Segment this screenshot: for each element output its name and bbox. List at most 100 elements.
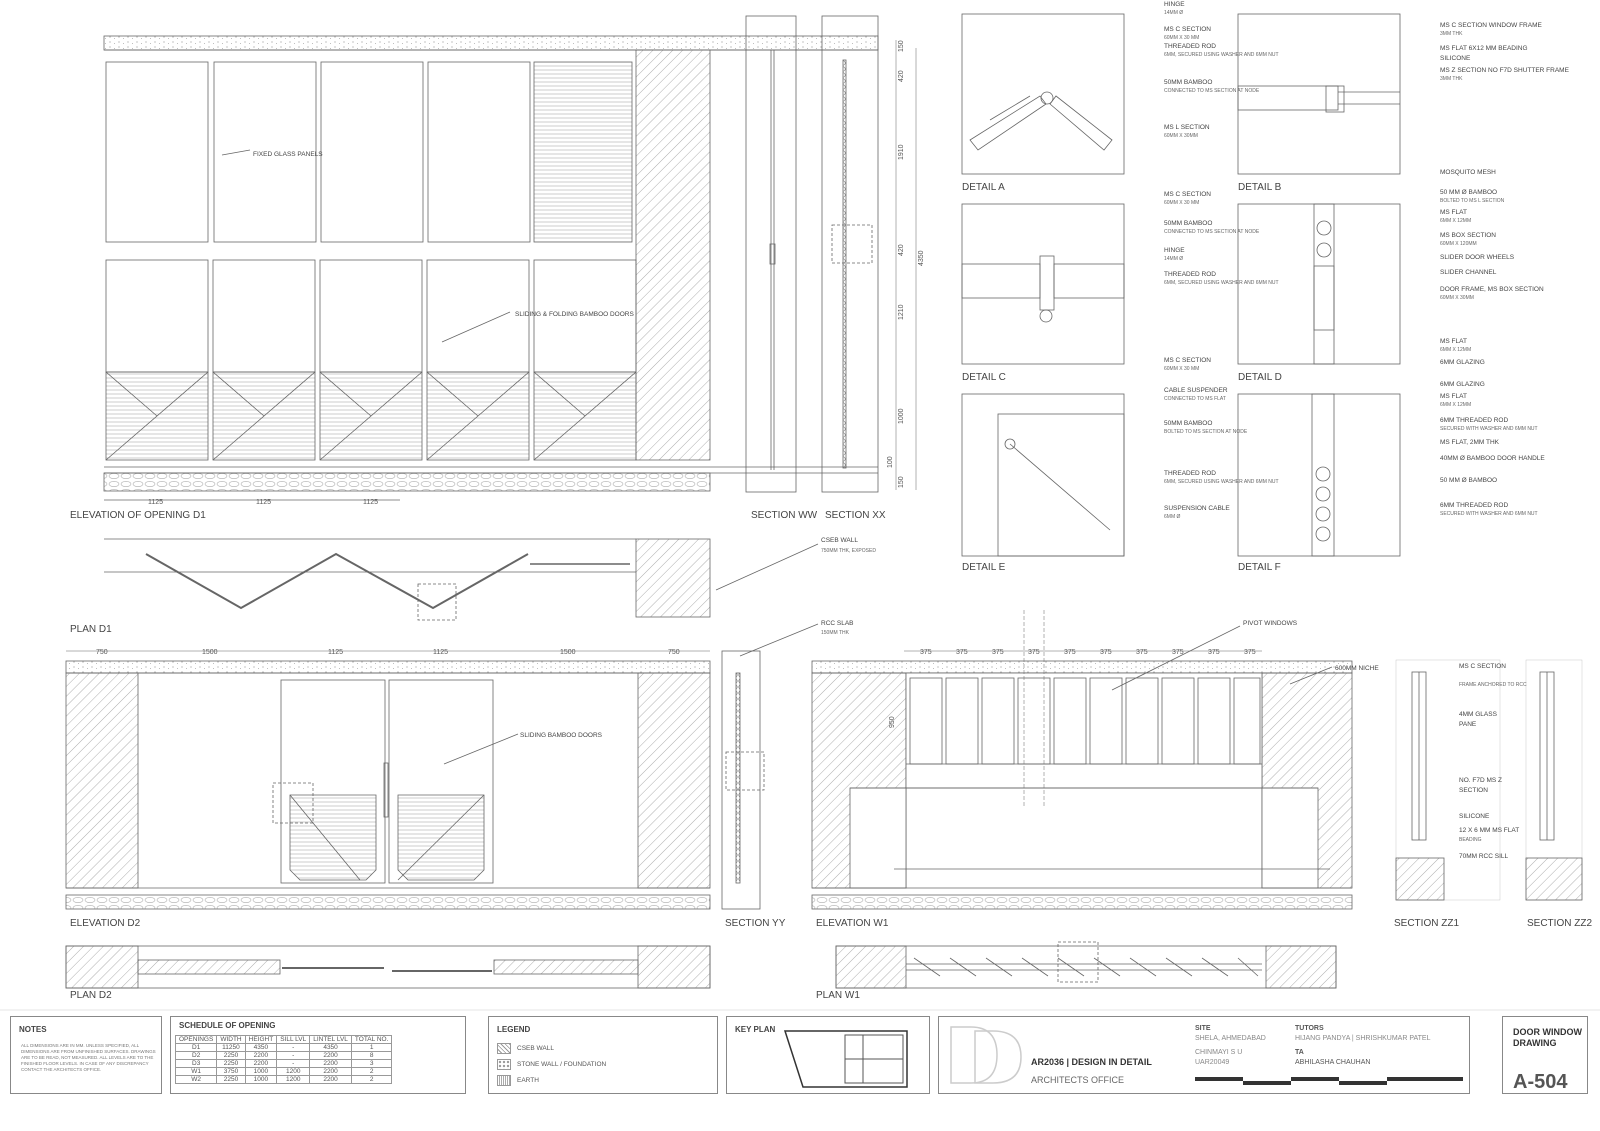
svg-text:BOLTED TO MS L SECTION: BOLTED TO MS L SECTION (1440, 198, 1505, 204)
title-plan-w1: PLAN W1 (816, 990, 860, 1001)
svg-text:14MM Ø: 14MM Ø (1164, 256, 1183, 262)
elevation-d1 (103, 35, 879, 501)
keyplan-panel: KEY PLAN (726, 1016, 930, 1094)
svg-text:3MM THK: 3MM THK (1440, 31, 1463, 37)
svg-text:375: 375 (1136, 649, 1148, 656)
detail-d-labels: MOSQUITO MESH 50 MM Ø BAMBOO BOLTED TO M… (1440, 169, 1544, 366)
svg-text:CABLE SUSPENDER: CABLE SUSPENDER (1164, 387, 1228, 394)
svg-text:60MM X 30MM: 60MM X 30MM (1440, 295, 1474, 301)
svg-text:50 MM Ø BAMBOO: 50 MM Ø BAMBOO (1440, 189, 1497, 196)
title-section-zz2: SECTION ZZ2 (1527, 918, 1592, 929)
svg-text:100: 100 (887, 456, 894, 468)
svg-text:6MM X 12MM: 6MM X 12MM (1440, 347, 1471, 353)
svg-text:BEADING: BEADING (1459, 837, 1482, 843)
svg-text:150: 150 (898, 476, 905, 488)
title-detail-d: DETAIL D (1238, 372, 1282, 383)
svg-text:MS FLAT 6X12 MM BEADING: MS FLAT 6X12 MM BEADING (1440, 45, 1528, 52)
svg-text:750: 750 (96, 649, 108, 656)
office-title: ARCHITECTS OFFICE (1031, 1075, 1125, 1085)
title-section-ww: SECTION WW (751, 510, 818, 521)
legend-title: LEGEND (497, 1025, 531, 1034)
svg-text:PANE: PANE (1459, 721, 1477, 728)
dims-d2-top: 750 1500 1125 1125 1500 750 (96, 649, 680, 656)
svg-text:60MM X 30 MM: 60MM X 30 MM (1164, 366, 1199, 372)
plan-w1 (835, 941, 1337, 989)
svg-text:6MM X 12MM: 6MM X 12MM (1440, 218, 1471, 224)
dim-d1-3: 1125 (363, 499, 378, 506)
svg-text:6MM Ø: 6MM Ø (1164, 514, 1181, 520)
detail-e-labels: MS C SECTION 60MM X 30 MM CABLE SUSPENDE… (1164, 357, 1279, 520)
site-value: SHELA, AHMEDABAD (1195, 1035, 1266, 1042)
svg-text:THREADED ROD: THREADED ROD (1164, 271, 1216, 278)
svg-text:60MM X 30MM: 60MM X 30MM (1164, 133, 1198, 139)
ta-label: TA (1295, 1049, 1304, 1056)
title-detail-f: DETAIL F (1238, 562, 1281, 573)
notes-title: NOTES (19, 1025, 47, 1034)
detail-f-labels: 6MM GLAZING MS FLAT 6MM X 12MM 6MM THREA… (1440, 381, 1545, 517)
detail-frames (961, 13, 1401, 557)
svg-text:4350: 4350 (918, 250, 925, 266)
svg-text:MS C SECTION: MS C SECTION (1164, 191, 1211, 198)
svg-text:6MM X 12MM: 6MM X 12MM (1440, 402, 1471, 408)
plan-d1 (104, 538, 819, 621)
svg-text:MS FLAT: MS FLAT (1440, 393, 1467, 400)
svg-text:SLIDER CHANNEL: SLIDER CHANNEL (1440, 269, 1497, 276)
svg-text:1500: 1500 (560, 649, 576, 656)
legend-panel: LEGEND CSEB WALL STONE WALL / FOUNDATION… (488, 1016, 718, 1094)
svg-text:50MM BAMBOO: 50MM BAMBOO (1164, 420, 1212, 427)
svg-text:50 MM Ø BAMBOO: 50 MM Ø BAMBOO (1440, 477, 1497, 484)
legend-item: STONE WALL / FOUNDATION (497, 1059, 606, 1070)
svg-text:375: 375 (1028, 649, 1040, 656)
svg-text:THREADED ROD: THREADED ROD (1164, 470, 1216, 477)
svg-text:SECURED WITH WASHER AND 6MM NU: SECURED WITH WASHER AND 6MM NUT (1440, 511, 1538, 517)
section-yy (721, 650, 765, 910)
svg-text:375: 375 (1244, 649, 1256, 656)
title-section-xx: SECTION XX (825, 510, 886, 521)
dim-w1-height: 950 (889, 716, 896, 728)
svg-text:HINGE: HINGE (1164, 1, 1185, 8)
project-panel: AR2036 | DESIGN IN DETAIL ARCHITECTS OFF… (938, 1016, 1470, 1094)
title-section-zz1: SECTION ZZ1 (1394, 918, 1459, 929)
dim-d1-1: 1125 (148, 499, 163, 506)
detail-a-labels: HINGE 14MM Ø MS C SECTION 60MM X 30 MM T… (1164, 1, 1279, 139)
svg-text:1000: 1000 (898, 408, 905, 424)
zz-labels: MS C SECTION FRAME ANCHORED TO RCC 4MM G… (1459, 663, 1527, 860)
keyplan-title: KEY PLAN (735, 1025, 776, 1034)
title-detail-c: DETAIL C (962, 372, 1006, 383)
title-elevation-w1: ELEVATION W1 (816, 918, 889, 929)
detail-c-labels: MS C SECTION 60MM X 30 MM 50MM BAMBOO CO… (1164, 191, 1279, 286)
legend-item: EARTH (497, 1075, 539, 1086)
plan-d2 (65, 945, 711, 989)
label-niche: 600MM NICHE (1335, 665, 1379, 672)
svg-text:MS C SECTION: MS C SECTION (1164, 357, 1211, 364)
svg-text:MS C SECTION WINDOW FRAME: MS C SECTION WINDOW FRAME (1440, 22, 1542, 29)
student-name: CHINMAYI S U (1195, 1049, 1243, 1056)
title-detail-a: DETAIL A (962, 182, 1005, 193)
title-elevation-d2: ELEVATION D2 (70, 918, 141, 929)
notes-text: ALL DIMENSIONS ARE IN MM. UNLESS SPECIFI… (21, 1043, 156, 1072)
scale-bar-icon (1195, 1077, 1463, 1085)
svg-text:6MM GLAZING: 6MM GLAZING (1440, 359, 1485, 366)
svg-text:14MM Ø: 14MM Ø (1164, 10, 1183, 16)
svg-text:150: 150 (898, 40, 905, 52)
svg-text:MS BOX SECTION: MS BOX SECTION (1440, 232, 1496, 239)
svg-text:1500: 1500 (202, 649, 218, 656)
label-cseb-wall-sub: 750MM THK, EXPOSED (821, 548, 876, 554)
sections-zz (1395, 659, 1583, 901)
elevation-d2 (65, 623, 819, 910)
title-section-yy: SECTION YY (725, 918, 786, 929)
notes-panel: NOTES ALL DIMENSIONS ARE IN MM. UNLESS S… (10, 1016, 162, 1094)
label-rcc-slab-sub: 150MM THK (821, 630, 850, 636)
svg-text:375: 375 (1208, 649, 1220, 656)
svg-text:SUSPENSION CABLE: SUSPENSION CABLE (1164, 505, 1230, 512)
keyplan-diagram-icon (783, 1030, 908, 1088)
svg-text:MS FLAT: MS FLAT (1440, 338, 1467, 345)
svg-text:70MM RCC SILL: 70MM RCC SILL (1459, 853, 1509, 860)
svg-text:6MM, SECURED USING WASHER AND: 6MM, SECURED USING WASHER AND 6MM NUT (1164, 52, 1279, 58)
sections-ww-xx (745, 15, 917, 493)
svg-text:60MM X 30 MM: 60MM X 30 MM (1164, 200, 1199, 206)
svg-text:375: 375 (992, 649, 1004, 656)
